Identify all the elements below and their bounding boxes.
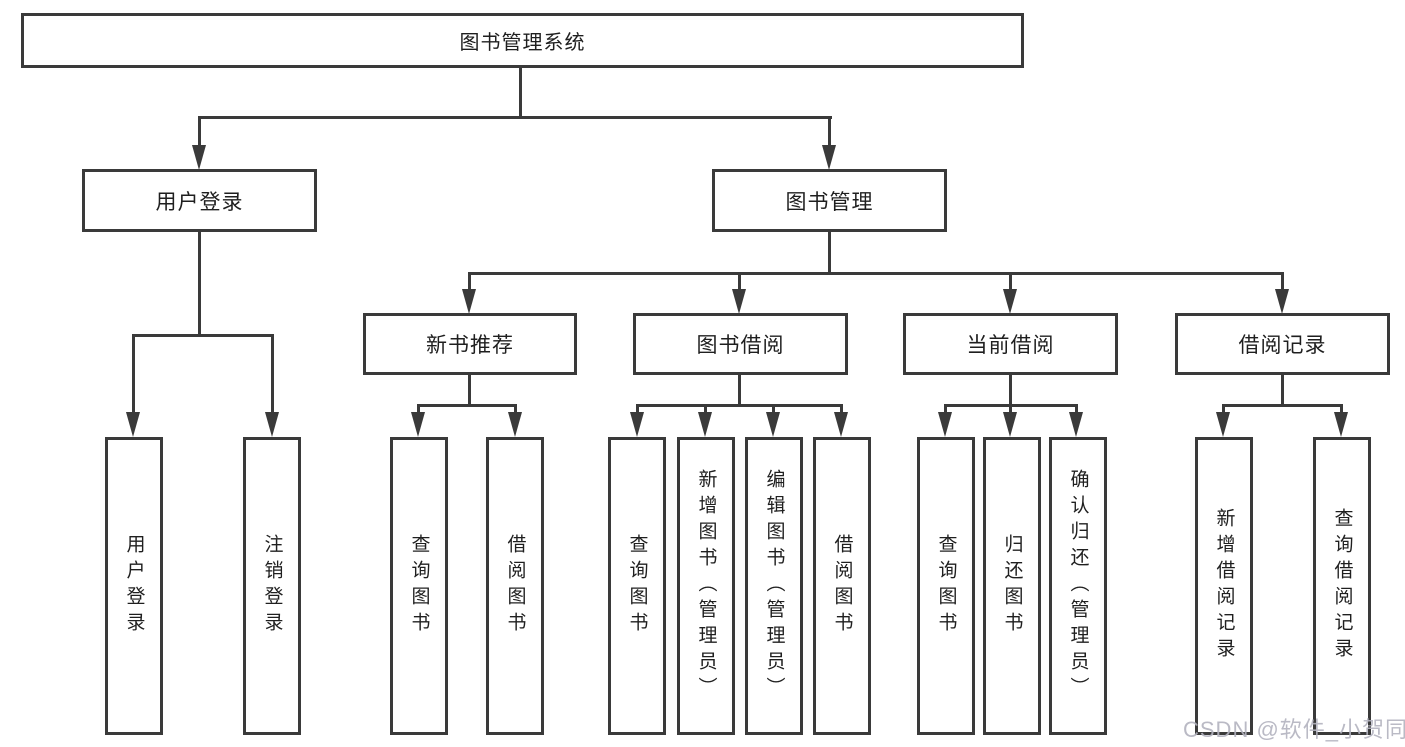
node-borrow-records: 借阅记录 [1175, 313, 1390, 375]
arrow-down-icon [834, 412, 848, 437]
connector-line [1009, 404, 1012, 414]
connector-line [636, 404, 639, 414]
arrow-down-icon [1069, 412, 1083, 437]
arrow-down-icon [822, 145, 836, 170]
leaf-current-confirm-admin: 确认归还（管理员） [1049, 437, 1107, 735]
connector-line [1009, 272, 1012, 290]
arrow-down-icon [938, 412, 952, 437]
arrow-down-icon [698, 412, 712, 437]
leaf-user-login: 用户登录 [105, 437, 163, 735]
arrow-down-icon [766, 412, 780, 437]
arrow-down-icon [126, 412, 140, 437]
arrow-down-icon [732, 289, 746, 314]
arrow-down-icon [265, 412, 279, 437]
node-book-borrow: 图书借阅 [633, 313, 848, 375]
connector-line [132, 334, 274, 337]
leaf-borrow-query: 查询图书 [608, 437, 666, 735]
node-new-books: 新书推荐 [363, 313, 577, 375]
connector-line [772, 404, 775, 414]
connector-line [1222, 404, 1343, 407]
node-user-login: 用户登录 [82, 169, 317, 232]
leaf-newbooks-query: 查询图书 [390, 437, 448, 735]
connector-line [271, 334, 274, 413]
connector-line [828, 231, 831, 275]
connector-line [519, 66, 522, 119]
connector-line [417, 404, 517, 407]
connector-line [514, 404, 517, 414]
leaf-current-return: 归还图书 [983, 437, 1041, 735]
connector-line [198, 231, 201, 337]
leaf-borrow-borrow: 借阅图书 [813, 437, 871, 735]
arrow-down-icon [1275, 289, 1289, 314]
connector-line [132, 334, 135, 413]
connector-line [417, 404, 420, 414]
connector-line [198, 116, 201, 147]
arrow-down-icon [1334, 412, 1348, 437]
connector-line [1340, 404, 1343, 414]
connector-line [944, 404, 947, 414]
leaf-records-query: 查询借阅记录 [1313, 437, 1371, 735]
arrow-down-icon [630, 412, 644, 437]
arrow-down-icon [1216, 412, 1230, 437]
arrow-down-icon [411, 412, 425, 437]
connector-line [1222, 404, 1225, 414]
connector-line [468, 374, 471, 407]
arrow-down-icon [508, 412, 522, 437]
arrow-down-icon [192, 145, 206, 170]
node-book-mgmt: 图书管理 [712, 169, 947, 232]
connector-line [1009, 374, 1012, 407]
leaf-current-query: 查询图书 [917, 437, 975, 735]
connector-line [1281, 272, 1284, 290]
connector-line [636, 404, 843, 407]
arrow-down-icon [1003, 412, 1017, 437]
leaf-logout: 注销登录 [243, 437, 301, 735]
leaf-borrow-edit-admin: 编辑图书（管理员） [745, 437, 803, 735]
connector-line [738, 374, 741, 407]
connector-line [468, 272, 1284, 275]
connector-line [1281, 374, 1284, 407]
watermark: CSDN @软件_小贺同学 [1183, 717, 1405, 742]
node-root: 图书管理系统 [21, 13, 1024, 68]
connector-line [840, 404, 843, 414]
connector-line [738, 272, 741, 290]
node-current-borrow: 当前借阅 [903, 313, 1118, 375]
arrow-down-icon [1003, 289, 1017, 314]
arrow-down-icon [462, 289, 476, 314]
connector-line [828, 116, 831, 147]
leaf-newbooks-borrow: 借阅图书 [486, 437, 544, 735]
connector-line [704, 404, 707, 414]
leaf-borrow-add-admin: 新增图书（管理员） [677, 437, 735, 735]
connector-line [468, 272, 471, 290]
connector-line [198, 116, 832, 119]
leaf-records-add: 新增借阅记录 [1195, 437, 1253, 735]
connector-line [1075, 404, 1078, 414]
